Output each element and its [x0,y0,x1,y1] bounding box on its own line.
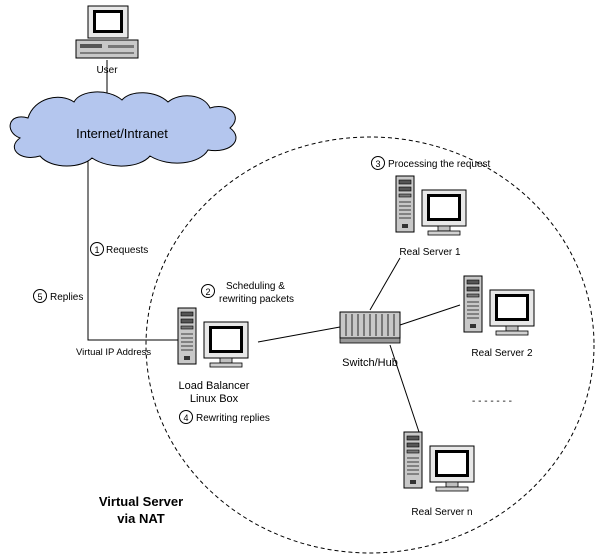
internet-label: Internet/Intranet [76,126,168,141]
more-servers-ellipsis: - - - - - - - [472,396,512,407]
step-4-badge [179,410,193,424]
step-1-badge [90,242,104,256]
step-5-number: 5 [37,292,42,302]
diagram-title-line1: Virtual Server [99,494,183,509]
internet-cloud [9,91,237,167]
real-server-n-label: Real Server n [411,507,472,518]
real-server-2-label: Real Server 2 [471,348,533,359]
link-switch-rsn [389,344,421,436]
step-1-text: Requests [106,245,148,256]
step-2-badge [201,284,215,298]
real-server-1-label: Real Server 1 [399,247,461,258]
link-switch-rs1 [369,257,401,311]
load-balancer-icon [177,307,249,368]
step-1-number: 1 [94,245,99,255]
real-server-1-icon [395,175,467,236]
step-4-text: Rewriting replies [196,413,270,424]
step-2-text-line2: rewriting packets [219,294,294,305]
step-3-text: Processing the request [388,159,491,170]
virtual-ip-label: Virtual IP Address [76,347,151,358]
real-server-n-icon [403,431,475,492]
diagram-title-line2: via NAT [117,511,164,526]
virtual-server-boundary [145,136,595,554]
switch-hub-icon [339,311,401,344]
load-balancer-label-line1: Load Balancer [179,380,250,392]
link-lb-switch [257,326,341,343]
link-switch-rs2 [399,304,461,326]
step-5-text: Replies [50,292,83,303]
load-balancer-label-line2: Linux Box [190,393,239,405]
step-2-number: 2 [205,287,210,297]
step-3-number: 3 [375,159,380,169]
step-2-text-line1: Scheduling & [226,281,285,292]
link-cloud-lb [87,160,180,341]
step-5-badge [33,289,47,303]
real-server-2-icon [463,275,535,336]
step-4-number: 4 [183,413,188,423]
user-label: User [96,65,118,76]
user-computer-icon [75,5,139,59]
step-3-badge [371,156,385,170]
switch-hub-label: Switch/Hub [342,357,398,369]
